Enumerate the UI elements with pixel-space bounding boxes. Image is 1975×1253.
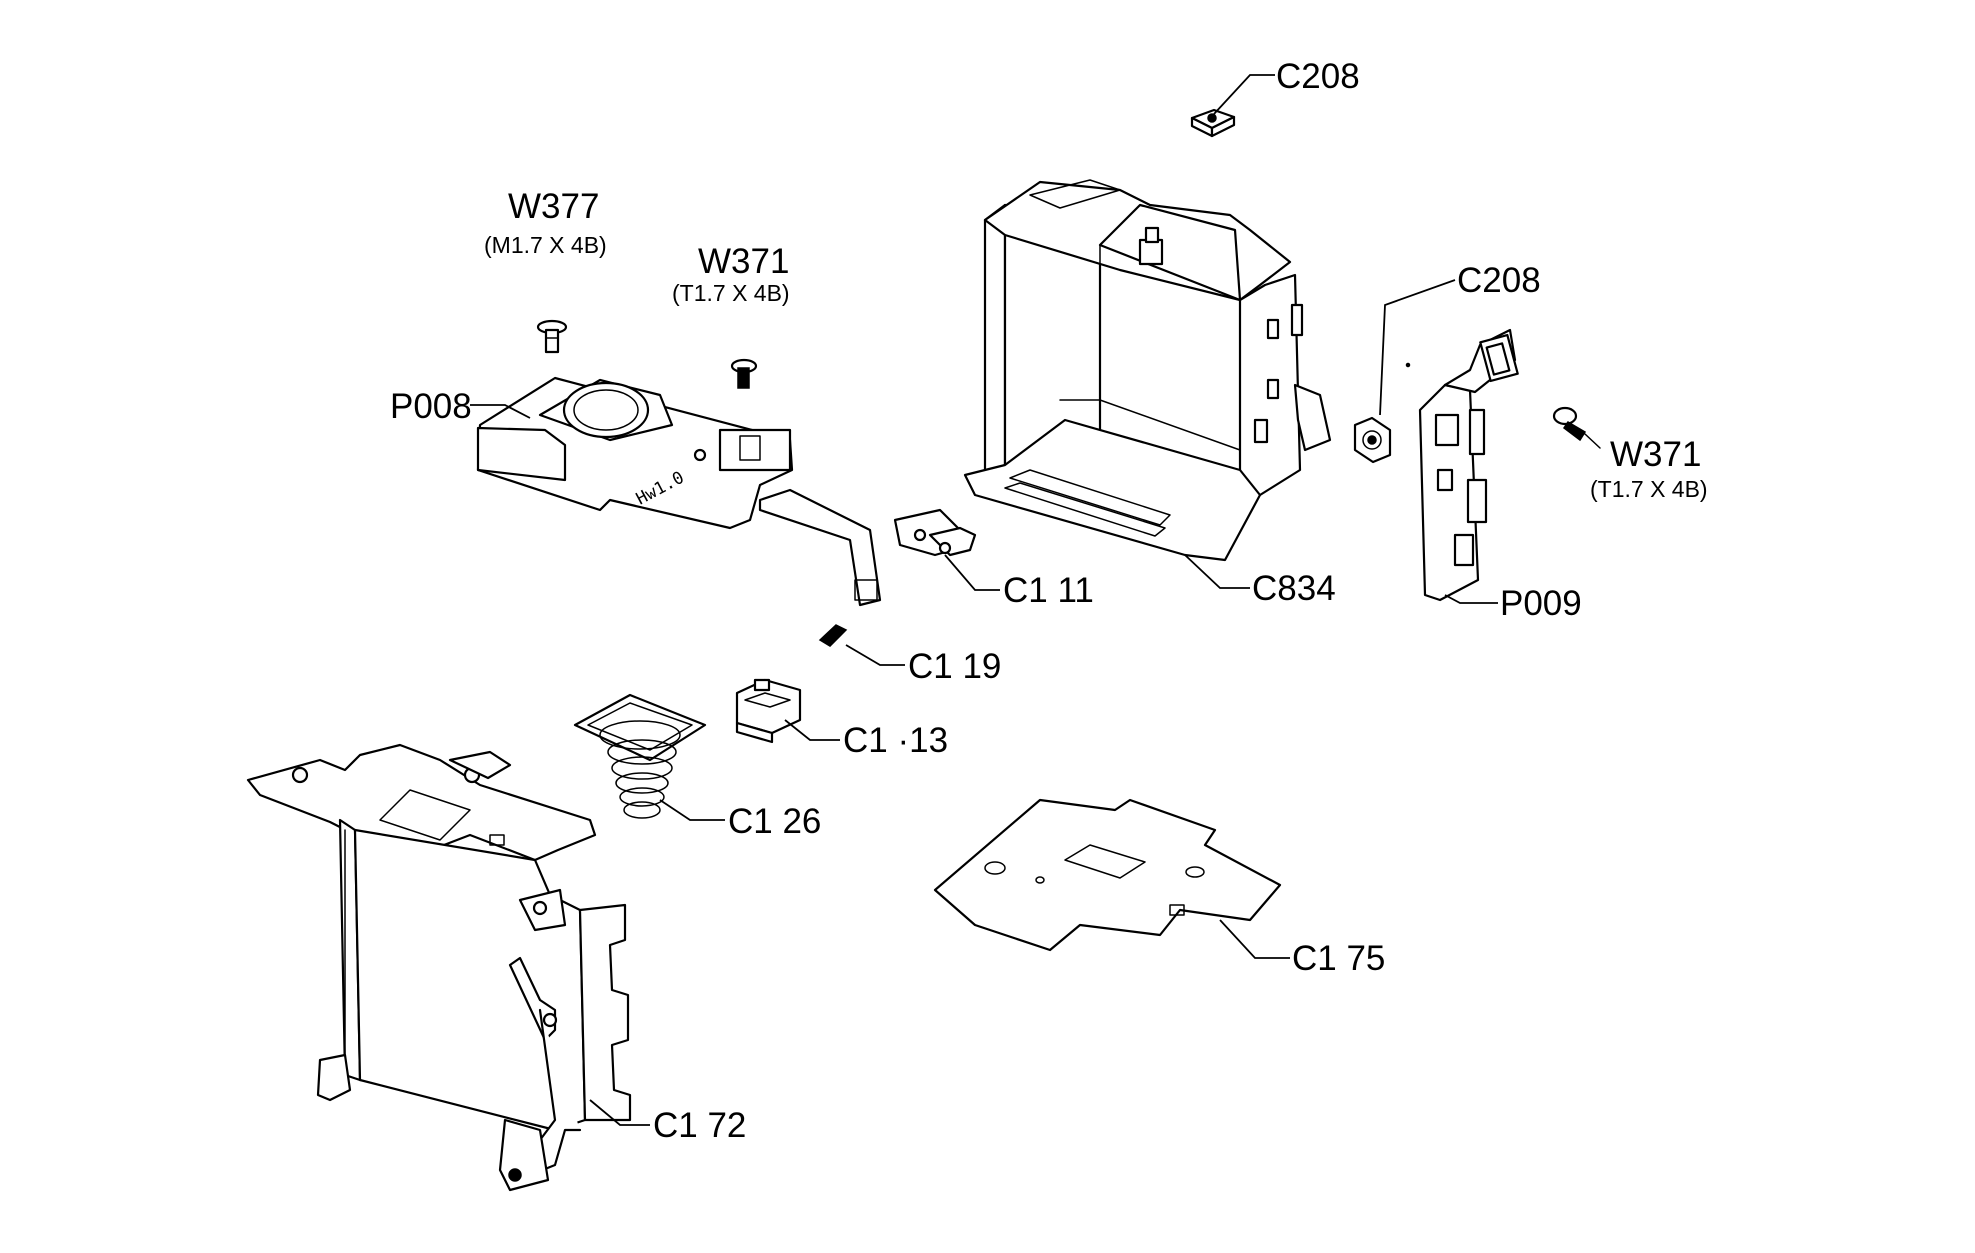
label-c175: C1 75 (1292, 939, 1385, 978)
label-w377-spec: (M1.7 X 4B) (484, 232, 607, 258)
label-w371-left: W371 (698, 242, 789, 281)
c834-frame (963, 179, 1332, 589)
c208-right-nut (1353, 279, 1456, 464)
w371-left-screw (730, 358, 758, 389)
w377-screw (536, 319, 568, 354)
c208-top-nut (1190, 74, 1275, 138)
label-p008: P008 (390, 387, 472, 426)
label-c172: C1 72 (653, 1106, 746, 1145)
label-c113: C1 ·13 (843, 721, 948, 760)
p008-top-board: Hw1.0 (470, 376, 882, 607)
label-w377: W377 (508, 187, 599, 226)
label-c208-right: C208 (1457, 261, 1541, 300)
label-c834: C834 (1252, 569, 1336, 608)
w371-right-screw (1552, 406, 1601, 449)
label-c208-top: C208 (1276, 57, 1360, 96)
c126-spring (573, 693, 725, 821)
c172-bracket (246, 743, 650, 1192)
label-c126: C1 26 (728, 802, 821, 841)
label-w371-right-spec: (T1.7 X 4B) (1590, 476, 1708, 502)
c111-clip (893, 508, 1000, 591)
c175-sheet (933, 798, 1290, 959)
label-w371-right: W371 (1610, 435, 1701, 474)
label-c119: C1 19 (908, 647, 1001, 686)
label-p009: P009 (1500, 584, 1582, 623)
c113-block (735, 678, 840, 744)
label-w371-left-spec: (T1.7 X 4B) (672, 280, 790, 306)
p009-side-board (1418, 328, 1519, 604)
c119-pin (818, 624, 905, 666)
label-c111: C1 11 (1003, 571, 1094, 610)
